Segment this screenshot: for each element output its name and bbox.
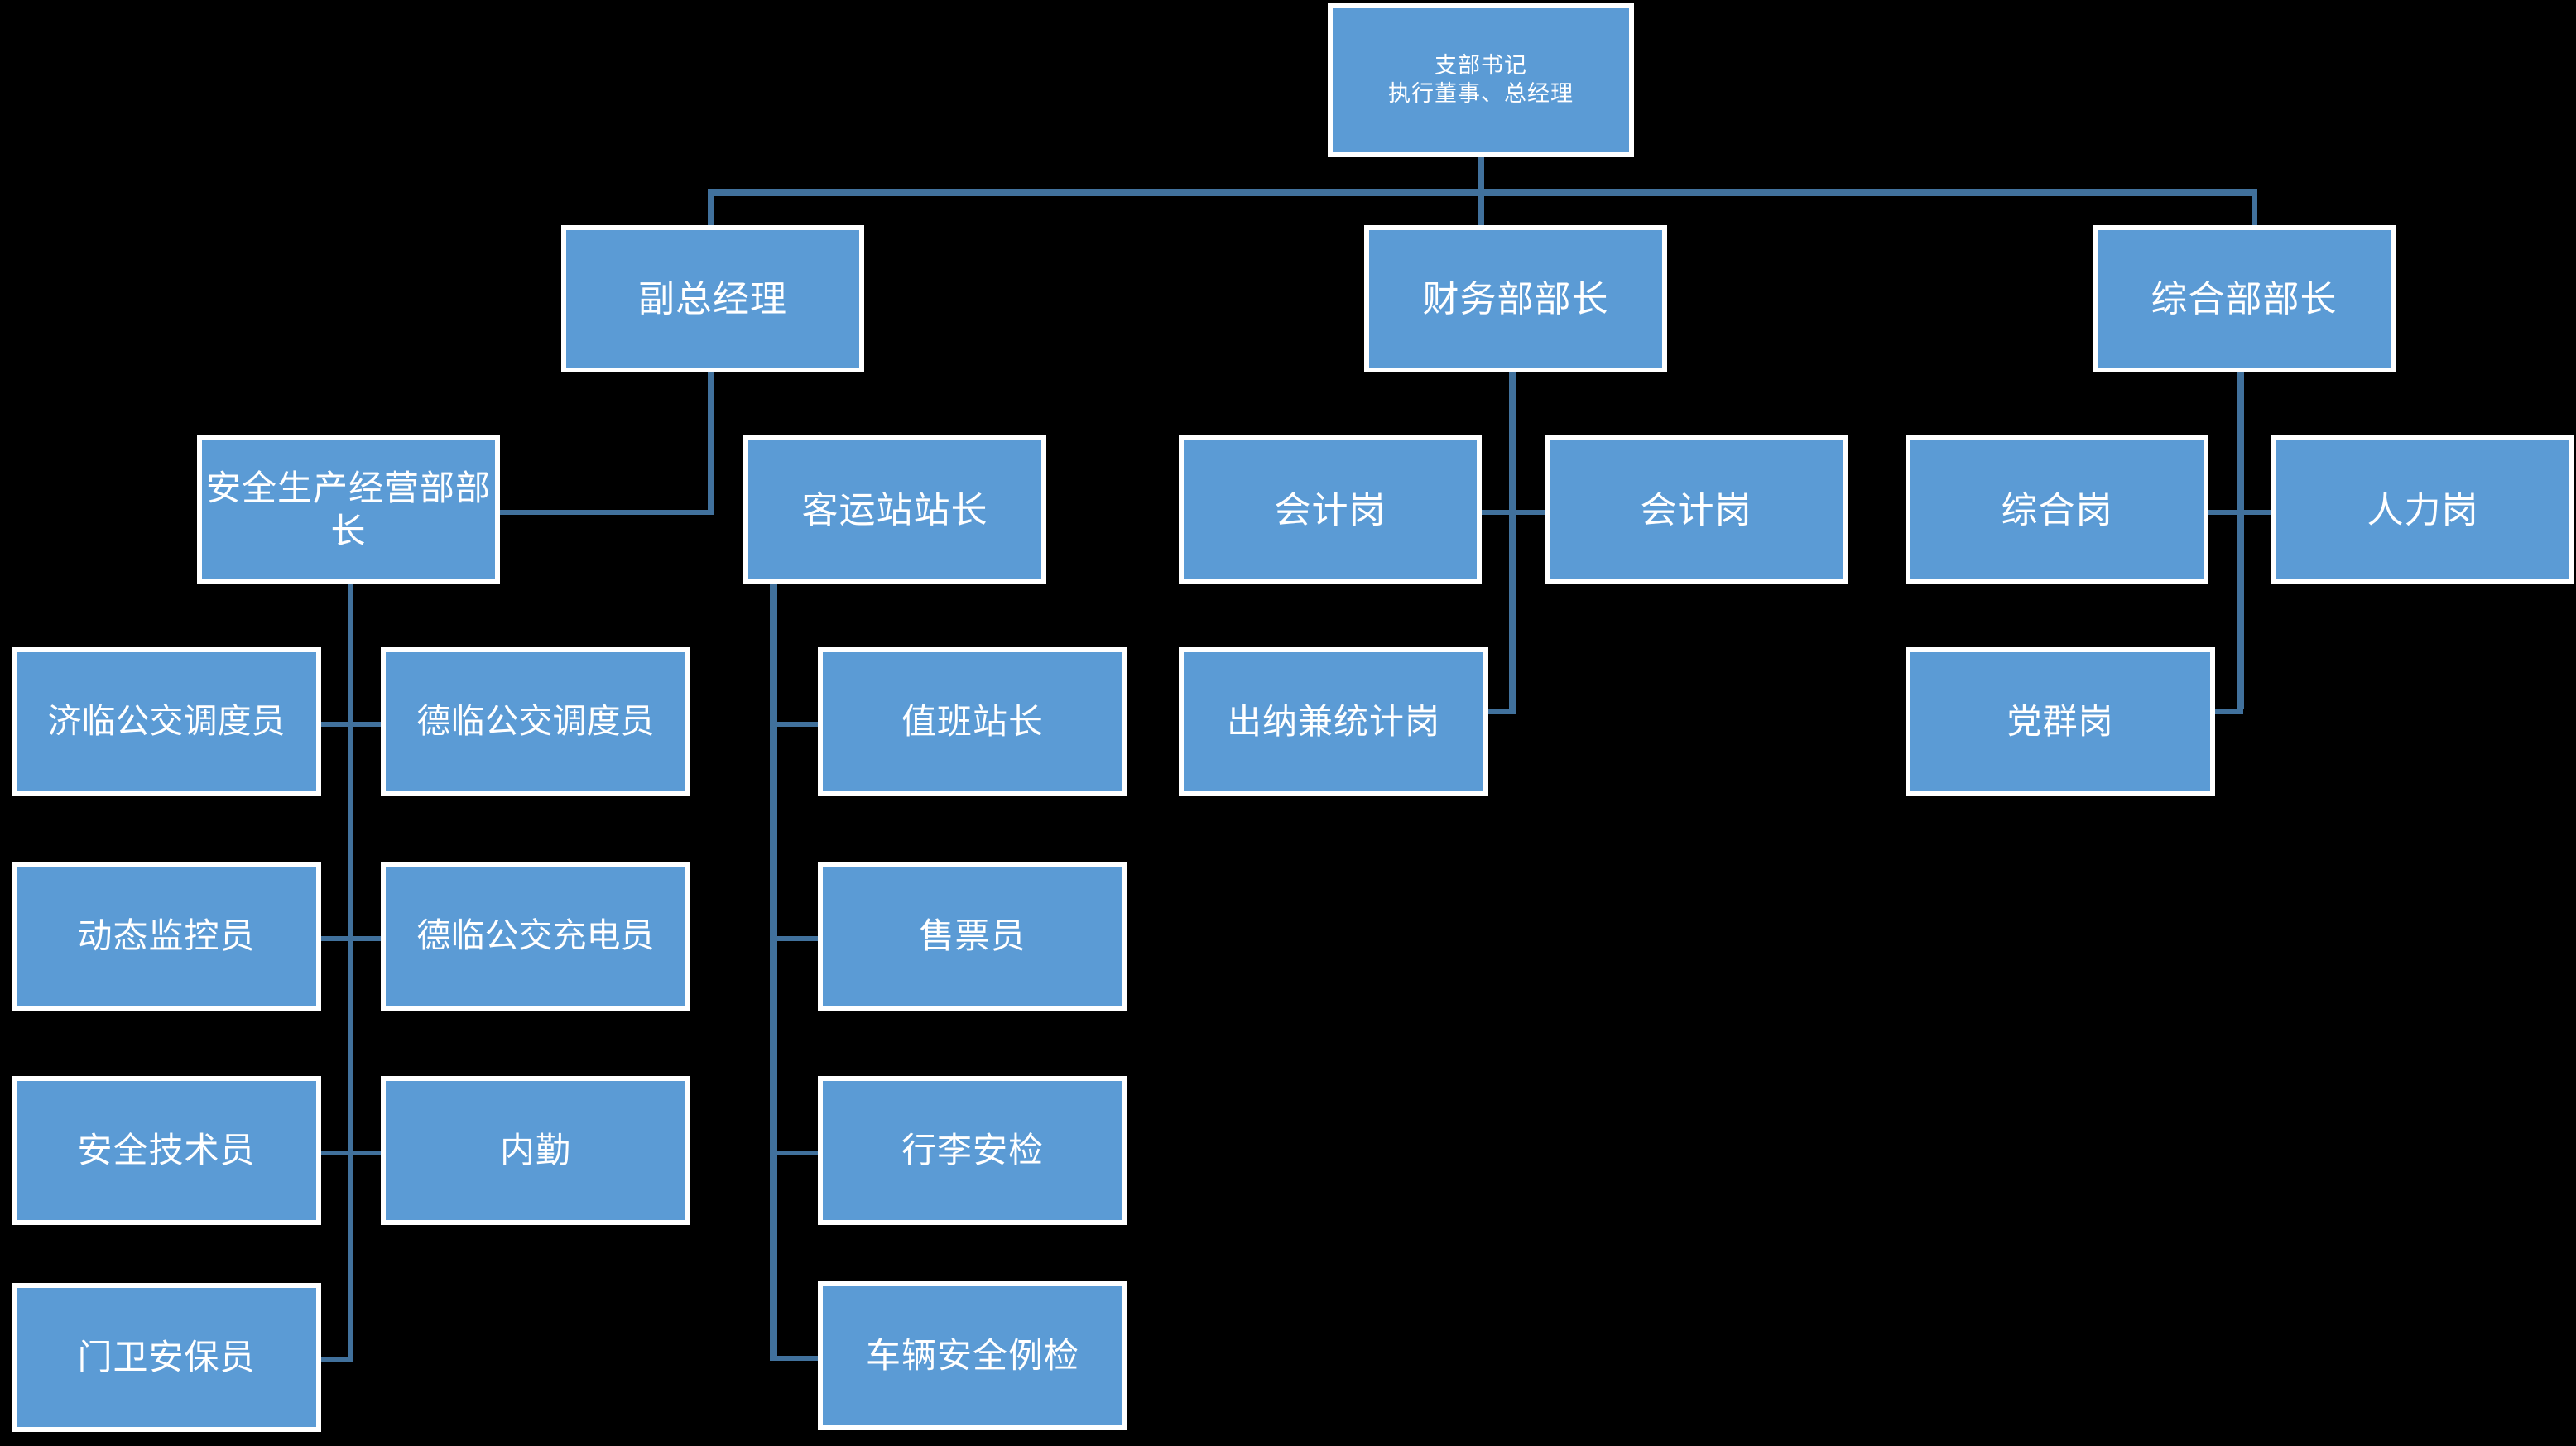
connector-general-posts-link: [2208, 510, 2316, 515]
node-general-post[interactable]: 综合岗: [1906, 435, 2208, 584]
connector-safety-spine: [348, 584, 353, 1362]
connector-safety-stub-left-3: [321, 1151, 353, 1155]
node-deputy-gm[interactable]: 副总经理: [561, 225, 864, 372]
node-ticket-seller-label: 售票员: [919, 915, 1026, 955]
node-dynamic-monitor[interactable]: 动态监控员: [12, 862, 321, 1011]
node-general-post-label: 综合岗: [2001, 489, 2113, 531]
node-office-clerk[interactable]: 内勤: [381, 1076, 690, 1225]
node-safety-technician[interactable]: 安全技术员: [12, 1076, 321, 1225]
connector-deputy-gm-down: [708, 372, 714, 512]
node-root[interactable]: 支部书记 执行董事、总经理: [1328, 3, 1634, 157]
node-ticket-seller[interactable]: 售票员: [818, 862, 1127, 1011]
node-delin-charger[interactable]: 德临公交充电员: [381, 862, 690, 1011]
node-root-line2: 执行董事、总经理: [1388, 81, 1574, 106]
node-vehicle-inspection-label: 车辆安全例检: [865, 1335, 1079, 1375]
node-duty-station-master-label: 值班站长: [901, 701, 1044, 741]
connector-safety-stub-left-4: [321, 1357, 353, 1362]
node-jilin-dispatcher-label: 济临公交调度员: [47, 702, 286, 741]
connector-finance-to-cashier: [1482, 709, 1516, 714]
node-station-master-label: 客运站站长: [801, 489, 988, 531]
node-finance-head[interactable]: 财务部部长: [1364, 225, 1667, 372]
node-jilin-dispatcher[interactable]: 济临公交调度员: [12, 647, 321, 796]
connector-deputy-to-safety-head: [500, 510, 714, 515]
node-baggage-security-label: 行李安检: [901, 1130, 1044, 1170]
node-hr-post-label: 人力岗: [2367, 489, 2479, 531]
node-finance-head-label: 财务部部长: [1422, 278, 1609, 319]
connector-safety-stub-left-1: [321, 722, 353, 727]
node-cashier-statistician-label: 出纳兼统计岗: [1226, 701, 1440, 741]
node-root-line1: 支部书记: [1435, 53, 1527, 79]
connector-general-to-party: [2208, 709, 2243, 714]
node-party-affairs-label: 党群岗: [2006, 701, 2114, 741]
connector-station-spine: [770, 584, 777, 1361]
node-dynamic-monitor-label: 动态监控员: [77, 915, 256, 955]
node-duty-station-master[interactable]: 值班站长: [818, 647, 1127, 796]
connector-finance-accountants-link: [1482, 510, 1589, 515]
node-accountant-2[interactable]: 会计岗: [1545, 435, 1848, 584]
connector-finance-head-down: [1509, 372, 1516, 709]
node-hr-post[interactable]: 人力岗: [2271, 435, 2574, 584]
node-accountant-2-label: 会计岗: [1640, 489, 1752, 531]
node-station-master[interactable]: 客运站站长: [743, 435, 1046, 584]
node-gate-security-label: 门卫安保员: [77, 1337, 256, 1376]
node-cashier-statistician[interactable]: 出纳兼统计岗: [1179, 647, 1488, 796]
node-accountant-1-label: 会计岗: [1274, 489, 1387, 531]
node-root-label: 支部书记 执行董事、总经理: [1333, 52, 1629, 108]
node-general-head[interactable]: 综合部部长: [2093, 225, 2396, 372]
node-delin-charger-label: 德临公交充电员: [416, 916, 655, 955]
node-delin-dispatcher-label: 德临公交调度员: [416, 702, 655, 741]
connector-safety-stub-left-2: [321, 936, 353, 941]
node-party-affairs[interactable]: 党群岗: [1906, 647, 2215, 796]
node-gate-security[interactable]: 门卫安保员: [12, 1283, 321, 1432]
node-office-clerk-label: 内勤: [499, 1130, 571, 1170]
node-deputy-gm-label: 副总经理: [638, 278, 787, 319]
node-safety-dept-head[interactable]: 安全生产经营部部长: [197, 435, 500, 584]
node-accountant-1[interactable]: 会计岗: [1179, 435, 1482, 584]
node-vehicle-inspection[interactable]: 车辆安全例检: [818, 1281, 1127, 1430]
node-safety-technician-label: 安全技术员: [77, 1130, 256, 1170]
node-general-head-label: 综合部部长: [2151, 278, 2338, 319]
node-delin-dispatcher[interactable]: 德临公交调度员: [381, 647, 690, 796]
node-baggage-security[interactable]: 行李安检: [818, 1076, 1127, 1225]
node-safety-dept-head-label: 安全生产经营部部长: [205, 468, 491, 551]
connector-general-head-down: [2237, 372, 2244, 709]
